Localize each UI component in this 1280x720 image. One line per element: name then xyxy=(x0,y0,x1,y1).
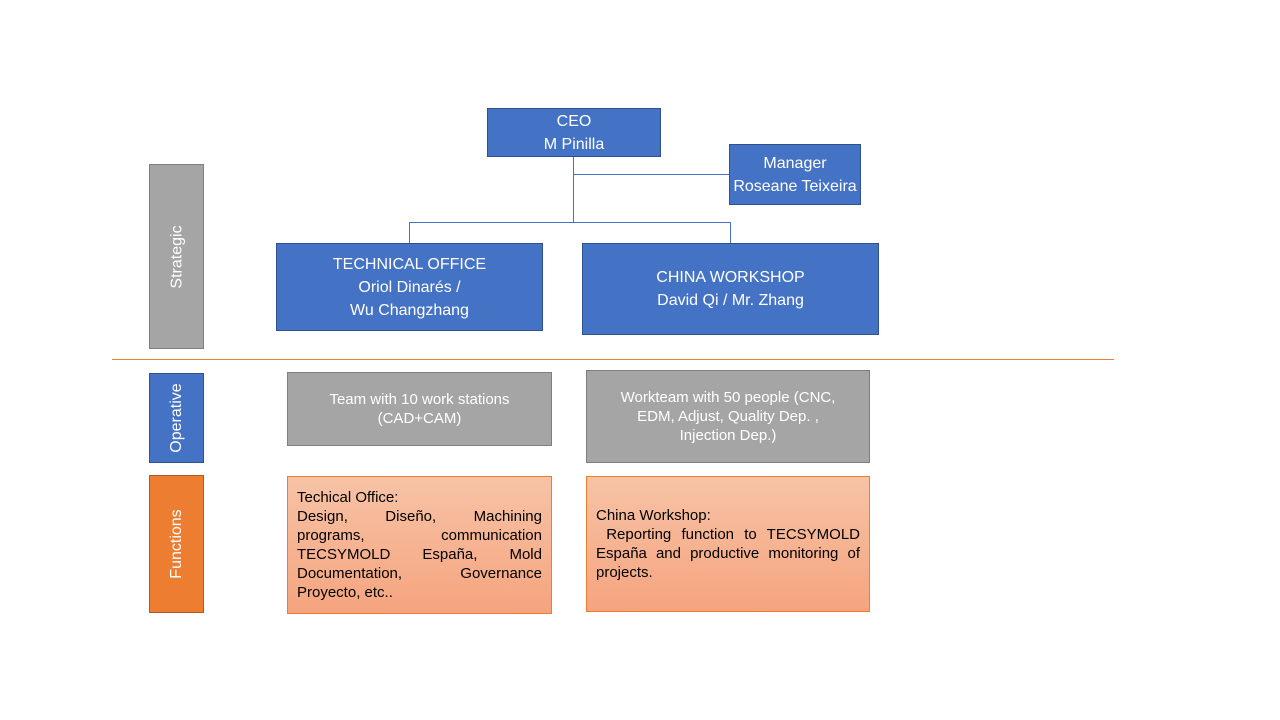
technical-team-box: Team with 10 work stations (CAD+CAM) xyxy=(287,372,552,446)
technical-team-line1: Team with 10 work stations xyxy=(329,391,510,408)
ceo-title: CEO xyxy=(556,112,592,130)
manager-title: Manager xyxy=(763,154,827,172)
functions-tier-label: Functions xyxy=(149,475,204,613)
branch-horizontal-connector xyxy=(409,222,731,223)
china-team-box: Workteam with 50 people (CNC, EDM, Adjus… xyxy=(586,370,870,463)
technical-office-names-line2: Wu Changzhang xyxy=(350,301,469,319)
tier-divider-line xyxy=(112,359,1114,360)
technical-office-functions-box: Techical Office: Design, Diseño, Machini… xyxy=(287,476,552,614)
china-workshop-names: David Qi / Mr. Zhang xyxy=(657,292,804,309)
technical-office-box: TECHNICAL OFFICE Oriol Dinarés / Wu Chan… xyxy=(276,243,543,331)
china-team-line1: Workteam with 50 people (CNC, xyxy=(620,389,836,406)
china-workshop-title: CHINA WORKSHOP xyxy=(656,269,805,286)
manager-horizontal-connector xyxy=(573,174,729,175)
ceo-vertical-connector xyxy=(573,157,574,222)
technical-office-drop-connector xyxy=(409,222,410,243)
operative-tier-text: Operative xyxy=(167,383,185,453)
china-workshop-functions-heading: China Workshop: xyxy=(596,507,711,524)
china-workshop-functions-box: China Workshop: Reporting function to TE… xyxy=(586,476,870,612)
strategic-tier-text: Strategic xyxy=(168,224,185,289)
functions-tier-text: Functions xyxy=(167,509,185,579)
operative-tier-label: Operative xyxy=(149,373,204,463)
ceo-name: M Pinilla xyxy=(543,135,605,153)
manager-name: Roseane Teixeira xyxy=(733,177,857,195)
strategic-tier-label: Strategic xyxy=(149,164,204,349)
ceo-box: CEO M Pinilla xyxy=(487,108,661,157)
china-workshop-drop-connector xyxy=(730,222,731,243)
china-team-line2: EDM, Adjust, Quality Dep. , xyxy=(637,408,819,425)
technical-office-title: TECHNICAL OFFICE xyxy=(332,255,487,273)
china-workshop-box: CHINA WORKSHOP David Qi / Mr. Zhang xyxy=(582,243,879,335)
technical-office-functions-body: Design, Diseño, Machining programs, comm… xyxy=(297,508,542,601)
technical-office-names-line1: Oriol Dinarés / xyxy=(358,278,461,296)
china-workshop-functions-body: Reporting function to TECSYMOLD España a… xyxy=(596,526,865,581)
china-team-line3: Injection Dep.) xyxy=(679,427,777,444)
technical-office-functions-heading: Techical Office: xyxy=(297,489,399,506)
technical-team-line2: (CAD+CAM) xyxy=(377,410,462,427)
manager-box: Manager Roseane Teixeira xyxy=(729,144,861,205)
